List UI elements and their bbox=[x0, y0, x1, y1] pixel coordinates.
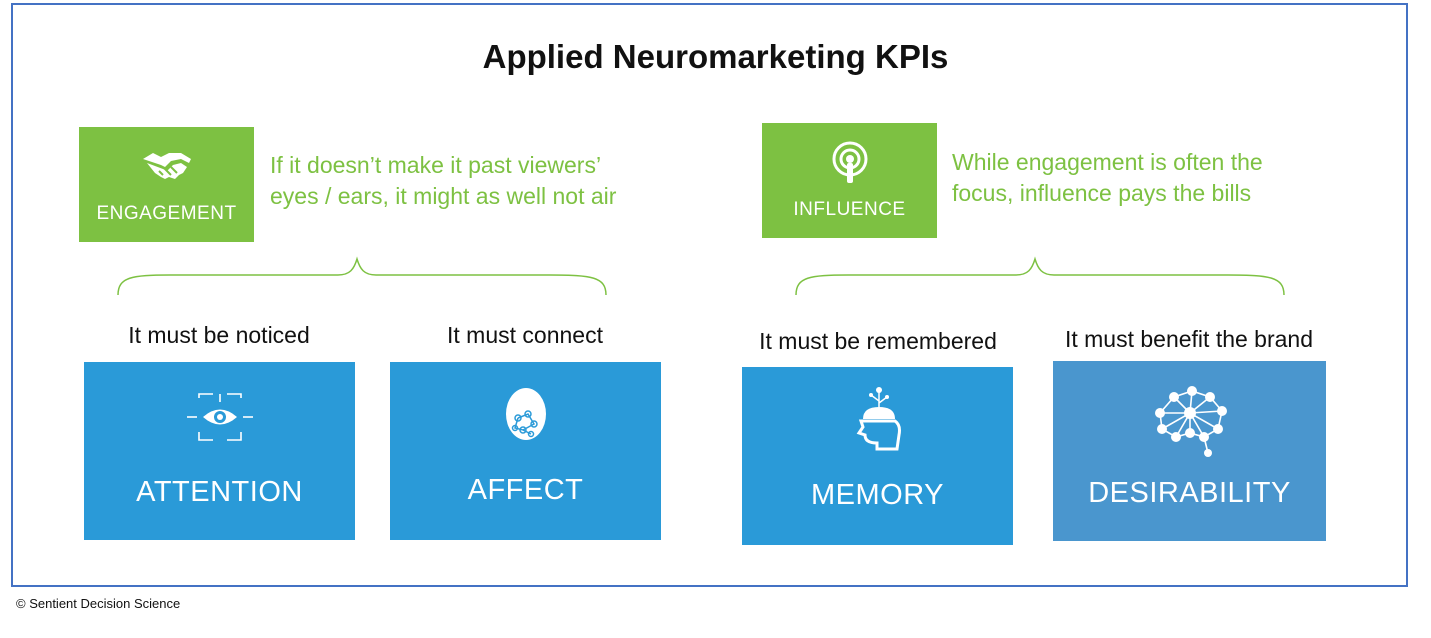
brain-network-icon bbox=[1148, 383, 1232, 464]
kpi-caption-desirability: It must benefit the brand bbox=[1064, 326, 1314, 352]
influence-tagline: While engagement is often the focus, inf… bbox=[952, 149, 1263, 206]
face-icon bbox=[501, 386, 551, 453]
kpi-label-attention: ATTENTION bbox=[136, 476, 303, 508]
kpi-box-memory: MEMORY bbox=[742, 367, 1013, 545]
head-memory-icon bbox=[851, 385, 905, 460]
influence-brace bbox=[795, 256, 1285, 296]
kpi-caption-attention: It must be noticed bbox=[128, 322, 310, 348]
eye-focus-icon bbox=[185, 392, 255, 451]
kpi-box-attention: ATTENTION bbox=[84, 362, 355, 540]
kpi-caption-memory: It must be remembered bbox=[759, 328, 997, 354]
kpi-box-affect: AFFECT bbox=[390, 362, 661, 540]
engagement-brace bbox=[117, 256, 607, 296]
copyright-text: © Sentient Decision Science bbox=[16, 596, 181, 611]
influence-box: INFLUENCE bbox=[762, 123, 937, 238]
page-title: Applied Neuromarketing KPIs bbox=[482, 38, 949, 75]
engagement-tagline: If it doesn’t make it past viewers’ eyes… bbox=[270, 152, 617, 209]
handshake-icon bbox=[141, 149, 193, 188]
kpi-box-desirability: DESIRABILITY bbox=[1053, 361, 1326, 541]
kpi-label-affect: AFFECT bbox=[467, 474, 584, 506]
kpi-caption-affect: It must connect bbox=[447, 322, 603, 348]
kpi-label-desirability: DESIRABILITY bbox=[1088, 477, 1291, 509]
engagement-label: ENGAGEMENT bbox=[96, 203, 237, 224]
podcast-icon bbox=[828, 139, 872, 190]
engagement-box: ENGAGEMENT bbox=[79, 127, 254, 242]
kpi-label-memory: MEMORY bbox=[811, 479, 944, 511]
influence-label: INFLUENCE bbox=[793, 199, 906, 220]
